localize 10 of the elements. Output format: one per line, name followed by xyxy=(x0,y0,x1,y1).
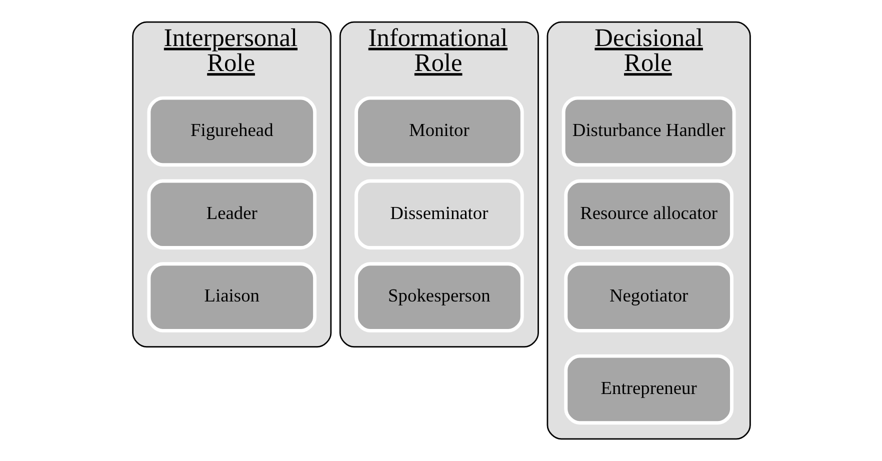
node-box: Negotiator xyxy=(564,262,733,332)
node-box: Figurehead xyxy=(146,96,316,167)
node-box: Entrepreneur xyxy=(564,354,733,425)
node-box: Disturbance Handler xyxy=(561,96,736,167)
node-box: Leader xyxy=(146,179,316,250)
node-box: Spokesperson xyxy=(354,262,524,332)
node-box: Monitor xyxy=(354,96,524,167)
node-box: Resource allocator xyxy=(564,179,733,250)
node-box: Disseminator xyxy=(354,179,524,250)
node-box: Liaison xyxy=(146,262,316,332)
